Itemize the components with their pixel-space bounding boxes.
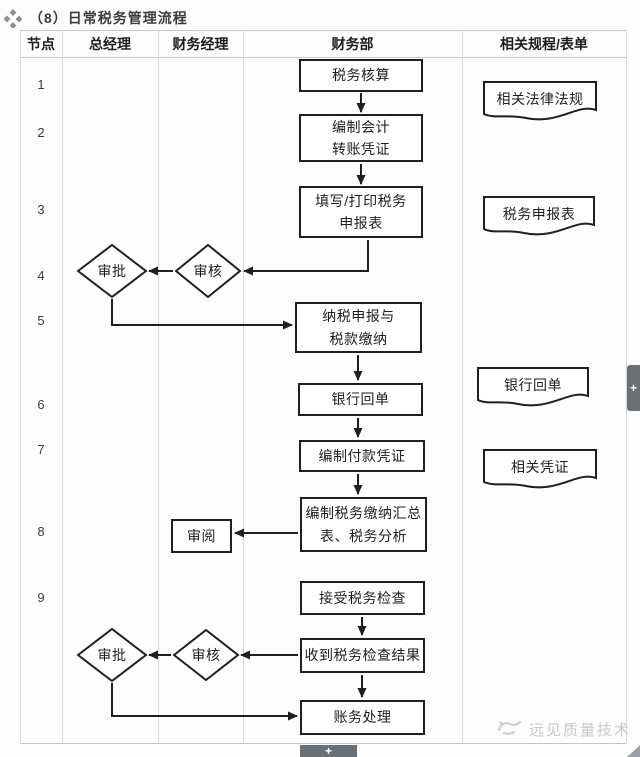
box-review: 审阅 xyxy=(171,519,232,553)
box-accept-inspection: 接受税务检查 xyxy=(300,581,425,615)
node-number: 3 xyxy=(37,202,45,217)
node-number: 4 xyxy=(37,268,45,283)
decision-label-audit-1: 审核 xyxy=(193,263,223,279)
box-transfer-voucher: 编制会计 转账凭证 xyxy=(299,114,423,162)
box-account-processing: 账务处理 xyxy=(300,700,425,735)
arrow xyxy=(243,240,369,276)
box-tax-summary: 编制税务缴纳汇总 表、税务分析 xyxy=(300,497,427,552)
document-label-voucher: 相关凭证 xyxy=(511,459,569,475)
node-number: 9 xyxy=(37,590,45,605)
node-number: 7 xyxy=(37,442,45,457)
page-title: （8）日常税务管理流程 xyxy=(29,10,188,26)
document-label-bank: 银行回单 xyxy=(504,377,562,393)
decision-label-approve-2: 审批 xyxy=(97,647,127,663)
box-declare-and-pay: 纳税申报与 税款缴纳 xyxy=(295,302,422,353)
watermark-text: 远见质量技术 xyxy=(529,722,632,739)
watermark: 远见质量技术 xyxy=(495,717,631,742)
column-header-gm: 总经理 xyxy=(89,36,131,52)
node-number: 2 xyxy=(37,125,45,140)
box-fill-print-declare: 填写/打印税务 申报表 xyxy=(299,186,423,238)
document-label-declare: 税务申报表 xyxy=(502,206,576,222)
document-label-laws: 相关法律法规 xyxy=(496,91,584,107)
column-header-node: 节点 xyxy=(27,36,55,52)
node-number: 8 xyxy=(37,524,45,539)
arrow xyxy=(111,683,298,721)
box-tax-accounting: 税务核算 xyxy=(299,59,423,92)
box-inspection-result: 收到税务检查结果 xyxy=(300,638,425,673)
box-payment-voucher: 编制付款凭证 xyxy=(299,440,425,472)
side-plus-tab[interactable]: + xyxy=(627,365,640,411)
column-header-fin-manager: 财务经理 xyxy=(172,36,229,52)
arrow xyxy=(111,299,293,330)
decision-label-approve-1: 审批 xyxy=(97,263,127,279)
corner-fold-icon xyxy=(627,745,640,757)
box-bank-receipt: 银行回单 xyxy=(298,383,423,416)
bottom-plus-tab[interactable]: + xyxy=(300,745,357,757)
node-number: 5 xyxy=(37,313,45,328)
column-header-docs: 相关规程/表单 xyxy=(500,36,588,52)
column-header-fin-dept: 财务部 xyxy=(331,36,374,52)
diamond-cluster-icon xyxy=(3,8,23,33)
decision-label-audit-2: 审核 xyxy=(191,647,221,663)
node-number: 6 xyxy=(37,397,45,412)
watermark-logo-icon xyxy=(495,717,523,742)
node-number: 1 xyxy=(37,77,45,92)
